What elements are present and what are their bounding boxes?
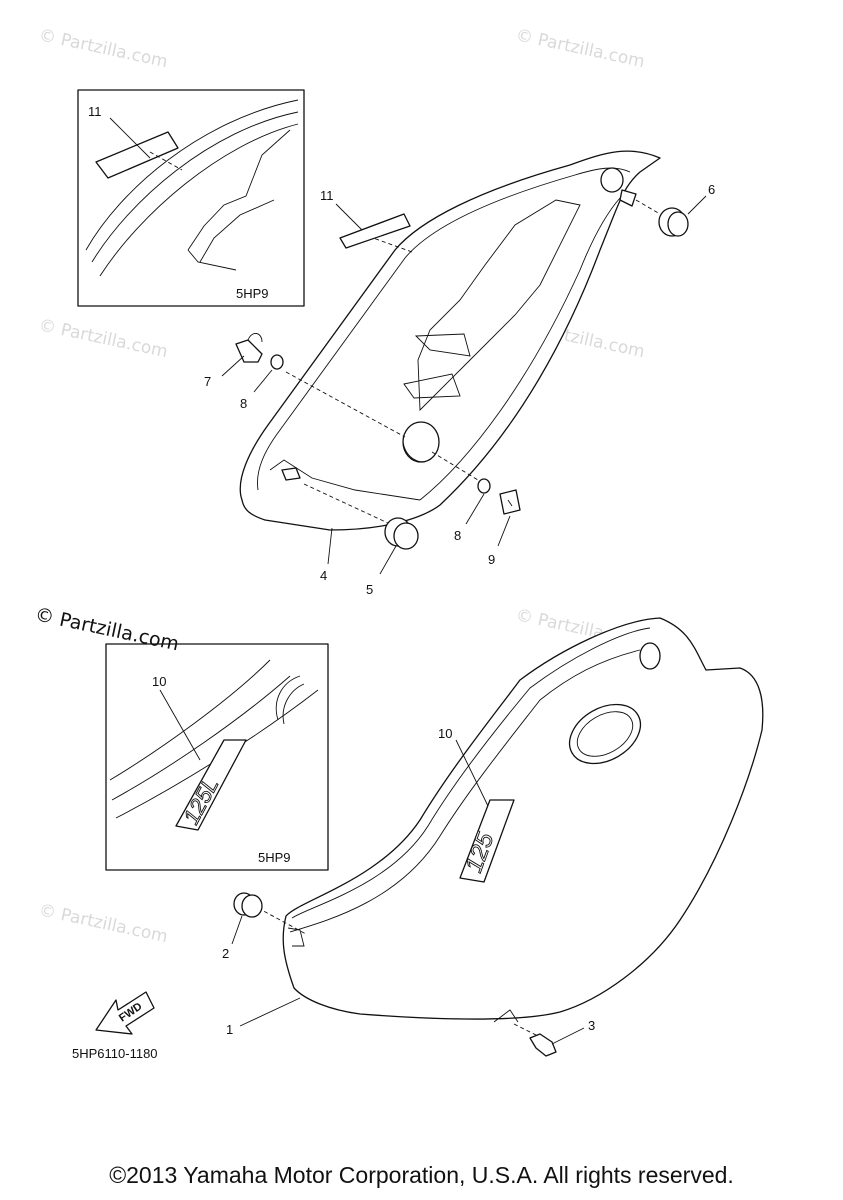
callout-11-main: 11: [320, 188, 334, 203]
callout-6: 6: [708, 182, 715, 197]
watermark-2: © Partzilla.com: [514, 25, 646, 72]
decal-11-inset: [95, 131, 179, 179]
bolt-3: 3: [529, 1018, 595, 1057]
callout-11-inset: 11: [88, 104, 102, 119]
grommet-2: 2: [222, 892, 263, 961]
callout-4: 4: [320, 568, 327, 583]
callout-3: 3: [588, 1018, 595, 1033]
watermark-3: © Partzilla.com: [37, 315, 169, 362]
callout-10-inset: 10: [152, 674, 166, 689]
washer-8-right: 8: [454, 478, 491, 543]
grommet-6: 6: [658, 182, 715, 237]
decal-10-main: [459, 799, 515, 883]
side-cover-lower: 125: [282, 617, 764, 1023]
callout-1: 1: [226, 1022, 233, 1037]
washer-8-left: 8: [240, 354, 284, 411]
inset-top: 11 5HP9: [77, 89, 305, 307]
inset-top-code: 5HP9: [236, 286, 269, 301]
screw-7: 7: [204, 333, 263, 389]
clip-nut-9: 9: [488, 489, 521, 567]
watermark-6: © Partzilla.com: [37, 900, 169, 947]
callout-5: 5: [366, 582, 373, 597]
callout-2: 2: [222, 946, 229, 961]
side-cover-upper: [239, 150, 661, 531]
callout-10-main: 10: [438, 726, 452, 741]
copyright-notice: ©2013 Yamaha Motor Corporation, U.S.A. A…: [109, 1162, 734, 1188]
fwd-arrow-icon: FWD: [95, 991, 155, 1035]
callout-7: 7: [204, 374, 211, 389]
decal-11-main: [339, 213, 411, 249]
decal-10-inset-text: 125L: [178, 773, 223, 828]
callout-8-right: 8: [454, 528, 461, 543]
watermark-dark: © Partzilla.com: [33, 603, 181, 655]
inset-bottom-code: 5HP9: [258, 850, 291, 865]
callout-8-left: 8: [240, 396, 247, 411]
decal-10-inset: [175, 739, 247, 831]
grommet-5: 5: [366, 517, 419, 597]
diagram-code: 5HP6110-1180: [72, 1046, 158, 1061]
callout-9: 9: [488, 552, 495, 567]
inset-bottom: 125L 10 5HP9: [105, 643, 329, 871]
watermark-1: © Partzilla.com: [37, 25, 169, 72]
